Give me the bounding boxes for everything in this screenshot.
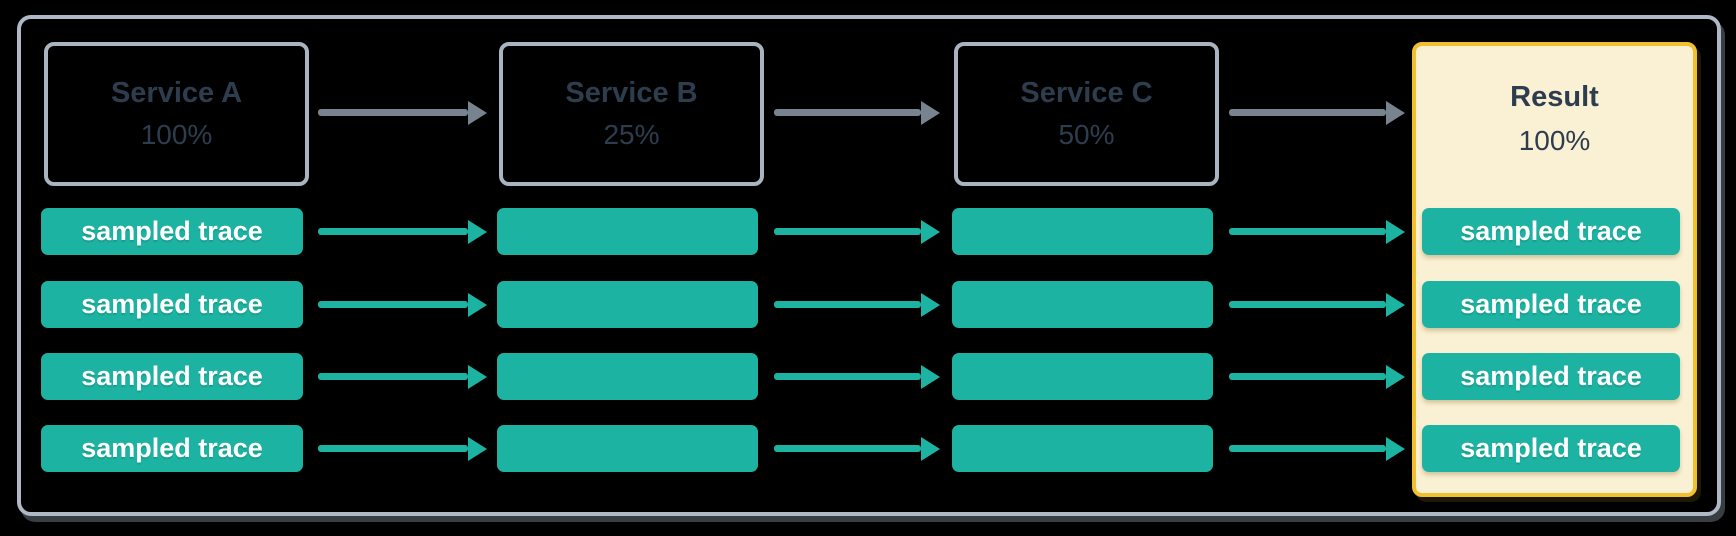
service-b-title: Service B xyxy=(565,77,698,109)
service-c-sample-rate: 50% xyxy=(1058,119,1115,150)
sampled-trace-box: sampled trace xyxy=(1422,425,1680,472)
trace-flow-arrow xyxy=(318,301,468,308)
trace-box xyxy=(952,281,1213,328)
sampled-trace-label: sampled trace xyxy=(1460,216,1642,246)
sampled-trace-box: sampled trace xyxy=(41,208,303,255)
trace-flow-arrow xyxy=(318,445,468,452)
service-flow-arrow xyxy=(774,109,921,116)
trace-box xyxy=(497,208,758,255)
sampled-trace-box: sampled trace xyxy=(1422,281,1680,328)
service-a-title: Service A xyxy=(110,77,243,109)
service-b-box: Service B 25% xyxy=(499,42,764,186)
sampled-trace-box: sampled trace xyxy=(41,281,303,328)
trace-flow-arrow xyxy=(1229,373,1386,380)
trace-box xyxy=(952,353,1213,400)
sampled-trace-label: sampled trace xyxy=(81,433,263,463)
trace-box xyxy=(952,208,1213,255)
trace-box xyxy=(497,425,758,472)
sampled-trace-box: sampled trace xyxy=(1422,353,1680,400)
result-title: Result xyxy=(1510,81,1599,113)
trace-flow-arrow xyxy=(774,445,921,452)
trace-box xyxy=(497,281,758,328)
trace-flow-arrow xyxy=(1229,228,1386,235)
sampled-trace-label: sampled trace xyxy=(1460,289,1642,319)
diagram-container: Service A 100% Service B 25% Service C 5… xyxy=(17,15,1721,516)
sampled-trace-label: sampled trace xyxy=(1460,433,1642,463)
sampled-trace-label: sampled trace xyxy=(1460,361,1642,391)
trace-flow-arrow xyxy=(774,373,921,380)
trace-flow-arrow xyxy=(318,228,468,235)
service-flow-arrow xyxy=(1229,109,1386,116)
service-c-title: Service C xyxy=(1020,77,1153,109)
sampled-trace-box: sampled trace xyxy=(1422,208,1680,255)
service-b-sample-rate: 25% xyxy=(603,119,660,150)
trace-flow-arrow xyxy=(1229,445,1386,452)
service-flow-arrow xyxy=(318,109,468,116)
result-sample-rate: 100% xyxy=(1518,125,1591,156)
sampled-trace-box: sampled trace xyxy=(41,425,303,472)
sampled-trace-label: sampled trace xyxy=(81,289,263,319)
trace-flow-arrow xyxy=(1229,301,1386,308)
sampled-trace-label: sampled trace xyxy=(81,216,263,246)
service-a-sample-rate: 100% xyxy=(140,119,213,150)
sampled-trace-box: sampled trace xyxy=(41,353,303,400)
result-box: Result 100% xyxy=(1412,42,1697,497)
trace-flow-arrow xyxy=(318,373,468,380)
service-c-box: Service C 50% xyxy=(954,42,1219,186)
trace-flow-arrow xyxy=(774,228,921,235)
trace-box xyxy=(497,353,758,400)
trace-flow-arrow xyxy=(774,301,921,308)
sampled-trace-label: sampled trace xyxy=(81,361,263,391)
service-a-box: Service A 100% xyxy=(44,42,309,186)
trace-box xyxy=(952,425,1213,472)
